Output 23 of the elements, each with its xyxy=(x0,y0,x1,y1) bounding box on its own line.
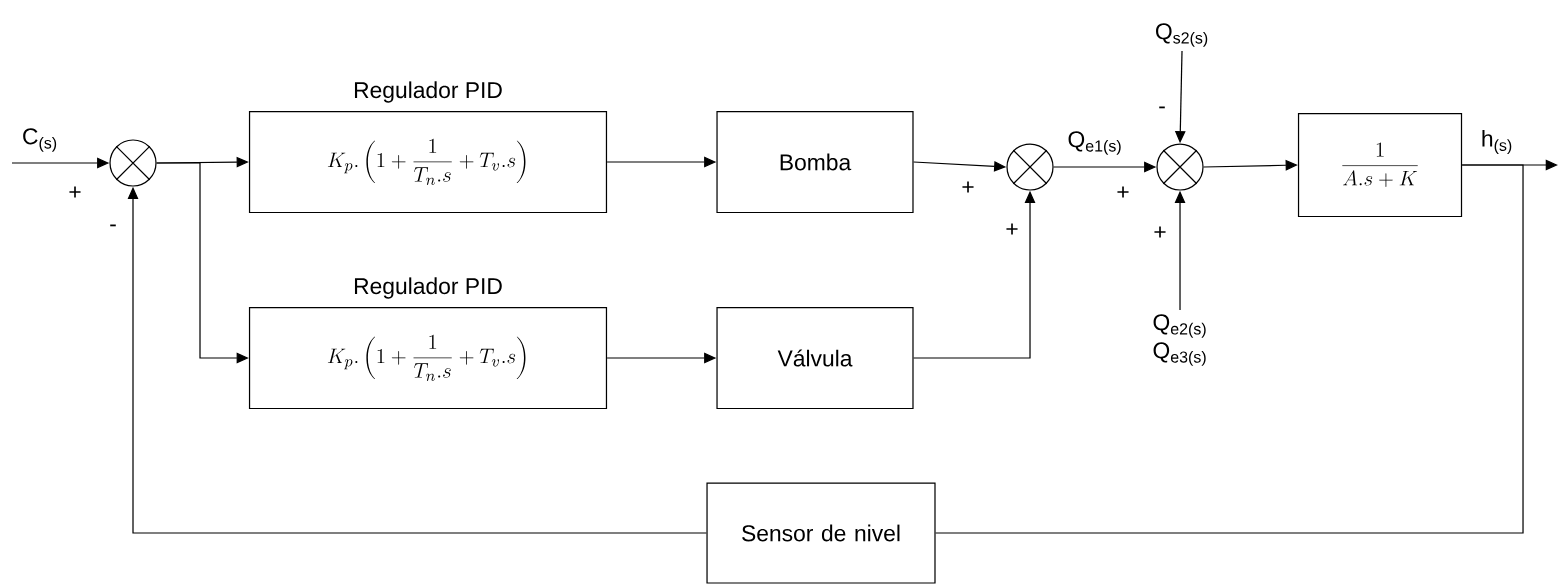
transfer-block: Sensor de nivel xyxy=(706,482,936,584)
block-title: Regulador PID xyxy=(355,81,502,103)
transfer-block: $K_{p}.\left(1+\frac{1}{T_{n}.s}+T_{v}.s\right)$ xyxy=(248,110,608,214)
sign-label: + xyxy=(69,186,81,198)
signal-label: Q$_{s2(s)}$ xyxy=(1156,23,1208,47)
transfer-block: $\frac{1}{A.s+K}$ xyxy=(1297,112,1463,218)
sign-label: + xyxy=(1006,223,1018,235)
sign-label: + xyxy=(962,181,974,193)
summing-junction xyxy=(109,139,157,187)
sign-label: + xyxy=(1117,186,1129,198)
sign-label: - xyxy=(110,224,116,227)
edge-label: Q$_{e1(s)}$ xyxy=(1065,129,1125,157)
signal-label: Q$_{e2(s)}$ Q$_{e3(s)}$ xyxy=(1153,314,1206,366)
block-title: Regulador PID xyxy=(355,277,502,299)
summing-junction xyxy=(1156,143,1204,191)
transfer-block: Válvula xyxy=(716,306,914,410)
transfer-block: $K_{p}.\left(1+\frac{1}{T_{n}.s}+T_{v}.s\right)$ xyxy=(248,306,608,410)
sign-label: - xyxy=(1159,106,1165,109)
summing-junction xyxy=(1006,143,1054,191)
transfer-block: Bomba xyxy=(716,110,914,214)
edge-label: h$_{(s)}$ xyxy=(1479,128,1515,156)
sign-label: + xyxy=(1154,226,1166,238)
edge-label: C$_{(s)}$ xyxy=(20,126,60,154)
